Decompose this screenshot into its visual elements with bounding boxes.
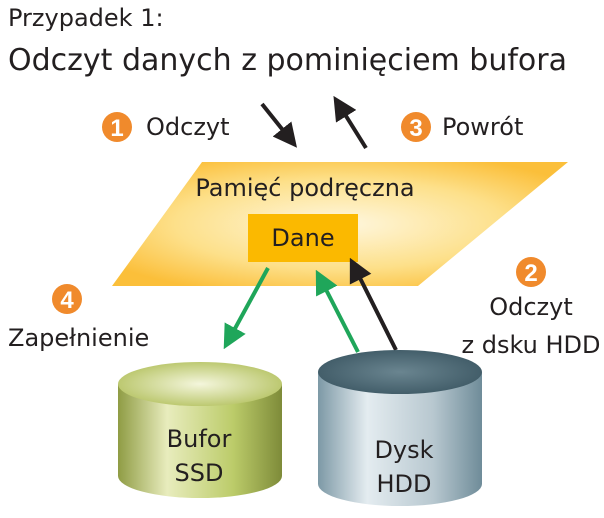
cache-label: Pamięć podręczna [195,174,415,202]
hdd-to-data-arrow [315,269,360,353]
step-4-badge: 4 [52,284,82,314]
diagram-title: Odczyt danych z pominięciem bufora [8,43,567,78]
data-box [248,214,358,262]
diagram-subtitle: Przypadek 1: [8,4,164,32]
step-4-label: Zapełnienie [8,324,150,352]
svg-text:4: 4 [60,287,74,314]
hdd-read-arrow [349,257,398,351]
hdd-cylinder [318,350,482,506]
data-label: Dane [271,224,335,252]
svg-text:3: 3 [409,115,422,142]
read-arrow [260,102,297,148]
step-2-label-line1: Odczyt [489,293,573,321]
fill-arrow [223,267,270,350]
hdd-label-line1: Dysk [374,436,434,464]
ssd-cylinder [118,362,282,498]
step-1-badge: 1 [102,112,132,142]
step-2-label-line2: z dsku HDD [461,331,601,359]
ssd-label-line1: Bufor [166,425,232,453]
step-3-label: Powrót [442,113,524,141]
step-2-badge: 2 [516,257,546,287]
step-3-badge: 3 [401,112,431,142]
svg-text:2: 2 [524,260,537,287]
hdd-label-line2: HDD [376,470,432,498]
svg-text:1: 1 [110,115,123,142]
step-1-label: Odczyt [146,113,230,141]
ssd-label-line2: SSD [174,459,224,487]
return-arrow [333,95,368,150]
